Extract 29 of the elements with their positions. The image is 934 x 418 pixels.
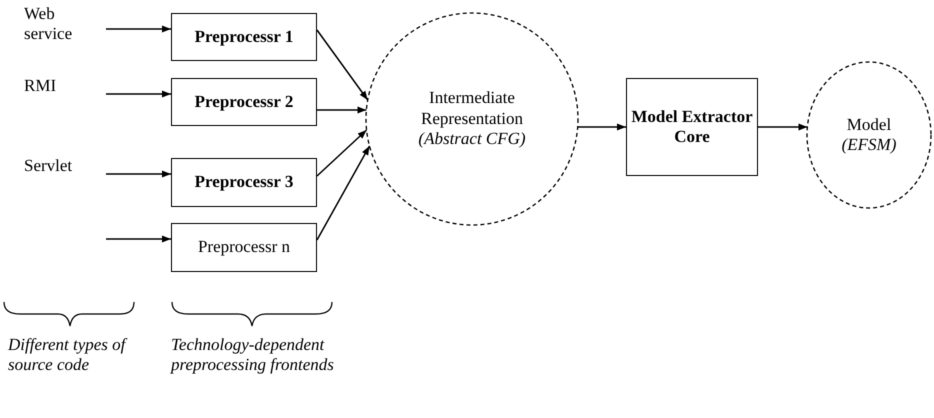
arrow [758, 124, 808, 130]
arrow [316, 129, 368, 177]
arrow [317, 106, 366, 114]
arrow [316, 30, 368, 100]
node-text: (Abstract CFG) [418, 129, 526, 150]
source-type-label: Web service [24, 4, 74, 45]
process-box [171, 223, 317, 272]
node-text: (EFSM) [842, 135, 896, 156]
source-type-label: RMI [24, 76, 56, 96]
arrow [106, 170, 171, 178]
node-text: Preprocessr n [198, 237, 290, 258]
brace-caption: Different types of source code [8, 335, 128, 376]
process-box [171, 13, 317, 61]
arrow [316, 146, 370, 240]
arrow [106, 236, 171, 242]
source-type-label: Servlet [24, 156, 72, 176]
process-box [171, 78, 317, 126]
process-box [171, 158, 317, 207]
node-text: Preprocessr 2 [194, 92, 294, 112]
arrow [106, 90, 171, 98]
node-text: Model [846, 114, 892, 135]
node-text: Model Extractor Core [630, 106, 754, 148]
arrow [578, 124, 626, 130]
node-text: Preprocessr 3 [194, 172, 294, 193]
arrow [106, 26, 171, 32]
process-box [626, 78, 758, 176]
brace-caption: Technology-dependent preprocessing frontends [171, 335, 335, 376]
node-text: Preprocessr 1 [194, 26, 294, 48]
node-text: Intermediate Representation [420, 88, 524, 130]
